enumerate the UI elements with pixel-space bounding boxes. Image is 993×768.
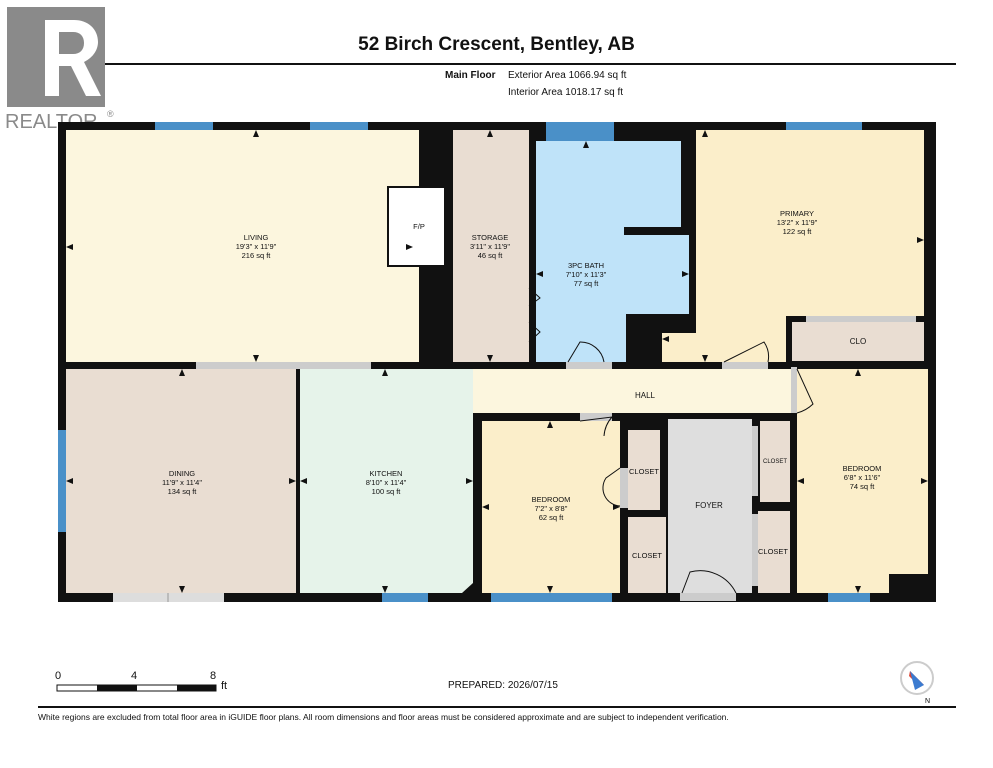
foyer-name: FOYER bbox=[695, 501, 723, 510]
closet-3-room bbox=[760, 421, 790, 502]
clo-name: CLO bbox=[850, 337, 866, 346]
primary-dims: 13'2" x 11'9" bbox=[777, 218, 818, 227]
bedroom-1-room bbox=[482, 421, 620, 593]
wall-openings bbox=[196, 316, 916, 601]
closet-1-name: CLOSET bbox=[629, 467, 659, 476]
compass-icon bbox=[900, 661, 934, 695]
interior-area: Interior Area 1018.17 sq ft bbox=[508, 87, 624, 98]
dining-area: 134 sq ft bbox=[168, 487, 198, 496]
bedroom-2-name: BEDROOM bbox=[843, 464, 882, 473]
floor-label: Main Floor bbox=[445, 70, 496, 81]
dining-room bbox=[66, 369, 296, 593]
bath-room bbox=[536, 141, 689, 362]
dimension-arrows bbox=[66, 130, 928, 593]
realtor-registered-mark: ® bbox=[107, 109, 114, 119]
scale-bar bbox=[56, 684, 217, 692]
bedroom-1-name: BEDROOM bbox=[532, 495, 571, 504]
fireplace bbox=[387, 186, 446, 267]
kitchen-dims: 8'10" x 11'4" bbox=[366, 478, 407, 487]
scale-unit: ft bbox=[221, 680, 228, 692]
bath-name: 3PC BATH bbox=[568, 261, 604, 270]
closet-2-name: CLOSET bbox=[632, 551, 662, 560]
primary-area: 122 sq ft bbox=[783, 227, 813, 236]
primary-name: PRIMARY bbox=[780, 209, 814, 218]
closet-2-room bbox=[628, 517, 666, 593]
window-bedroom-2 bbox=[828, 593, 870, 602]
living-name: LIVING bbox=[244, 233, 269, 242]
storage-room bbox=[453, 130, 529, 362]
closet-4-room bbox=[758, 511, 790, 593]
fireplace-name: F/P bbox=[413, 222, 425, 231]
living-area: 216 sq ft bbox=[242, 251, 272, 260]
prepared-date: PREPARED: 2026/07/15 bbox=[448, 680, 558, 691]
bedroom-2-column bbox=[889, 574, 928, 593]
foyer-room bbox=[668, 419, 752, 593]
dining-name: DINING bbox=[169, 469, 195, 478]
storage-area: 46 sq ft bbox=[478, 251, 504, 260]
window-living-1 bbox=[155, 122, 213, 130]
header-divider bbox=[38, 63, 956, 65]
clo-room bbox=[792, 322, 924, 361]
bedroom-1-dims: 7'2" x 8'8" bbox=[535, 504, 568, 513]
bath-area: 77 sq ft bbox=[574, 279, 600, 288]
storage-name: STORAGE bbox=[472, 233, 509, 242]
closet-3-name: CLOSET bbox=[763, 459, 787, 465]
closet-1-room bbox=[628, 430, 660, 510]
page-title: 52 Birch Crescent, Bentley, AB bbox=[358, 34, 635, 55]
bedroom-2-dims: 6'8" x 11'6" bbox=[844, 473, 881, 482]
hall-name: HALL bbox=[635, 391, 656, 400]
bath-dims: 7'10" x 11'3" bbox=[566, 270, 607, 279]
footer-divider bbox=[38, 706, 956, 708]
dining-dims: 11'9" x 11'4" bbox=[162, 478, 202, 487]
scale-tick-8: 8 bbox=[210, 670, 217, 682]
kitchen-room bbox=[300, 369, 473, 593]
living-dims: 19'3" x 11'9" bbox=[236, 242, 277, 251]
kitchen-area: 100 sq ft bbox=[372, 487, 402, 496]
hall-room bbox=[473, 369, 794, 413]
bedroom-2-room bbox=[797, 369, 928, 593]
exterior-area: Exterior Area 1066.94 sq ft bbox=[508, 70, 627, 81]
realtor-logo: REALTOR ® bbox=[5, 7, 114, 133]
window-kitchen bbox=[382, 593, 428, 602]
windows bbox=[58, 122, 870, 602]
kitchen-name: KITCHEN bbox=[370, 469, 403, 478]
door-swings bbox=[528, 287, 814, 594]
scale-tick-0: 0 bbox=[55, 670, 62, 682]
storage-dims: 3'11" x 11'9" bbox=[470, 242, 510, 251]
compass-label: N bbox=[925, 698, 930, 705]
window-dining bbox=[58, 430, 66, 532]
window-living-2 bbox=[310, 122, 368, 130]
scale-tick-4: 4 bbox=[131, 670, 138, 682]
window-primary bbox=[786, 122, 862, 130]
bedroom-2-area: 74 sq ft bbox=[850, 482, 876, 491]
closet-4-name: CLOSET bbox=[758, 547, 788, 556]
disclaimer: White regions are excluded from total fl… bbox=[38, 712, 729, 722]
primary-room bbox=[662, 130, 924, 362]
living-room bbox=[66, 130, 419, 362]
window-bath bbox=[546, 122, 614, 141]
window-bedroom-1 bbox=[491, 593, 612, 602]
bedroom-1-area: 62 sq ft bbox=[539, 513, 565, 522]
